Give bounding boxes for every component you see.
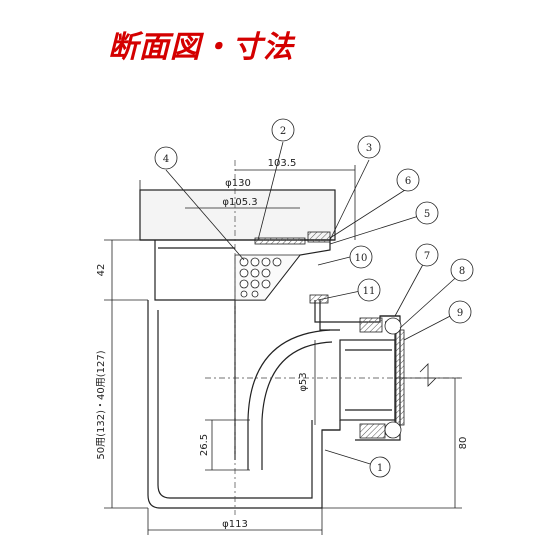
callout-2: 2 <box>271 118 295 142</box>
dim-26-5: 26.5 <box>199 434 210 456</box>
callout-11: 11 <box>357 278 381 302</box>
dim-103-5: 103.5 <box>268 158 297 169</box>
callout-9: 9 <box>448 300 472 324</box>
svg-text:10: 10 <box>355 253 368 264</box>
dim-phi130: φ130 <box>225 178 251 189</box>
callout-10: 10 <box>349 245 373 269</box>
svg-text:2: 2 <box>280 126 286 137</box>
callout-3: 3 <box>357 135 381 159</box>
page-title: 断面図・寸法 <box>108 30 294 65</box>
callout-8: 8 <box>450 258 474 282</box>
callout-1: 1 <box>369 456 391 478</box>
svg-text:1: 1 <box>377 463 383 474</box>
dimension-lines <box>104 165 462 535</box>
svg-text:3: 3 <box>366 143 372 154</box>
callout-6: 6 <box>396 168 420 192</box>
hair-catcher <box>234 254 301 301</box>
dim-42: 42 <box>96 264 107 277</box>
callout-4: 4 <box>154 146 178 170</box>
leader-lines <box>165 141 463 468</box>
svg-text:6: 6 <box>405 176 411 187</box>
svg-text:11: 11 <box>363 286 376 297</box>
dim-phi113: φ113 <box>222 519 248 530</box>
svg-text:5: 5 <box>424 209 430 220</box>
dim-phi53: φ53 <box>298 372 309 391</box>
svg-text:9: 9 <box>457 308 463 319</box>
dim-phi105-3: φ105.3 <box>222 197 257 208</box>
dim-80: 80 <box>458 437 469 450</box>
svg-text:7: 7 <box>424 251 430 262</box>
dim-left-height: 50用(132)・40用(127) <box>96 350 107 459</box>
svg-text:4: 4 <box>163 154 169 165</box>
svg-text:8: 8 <box>459 266 465 277</box>
seal-parts <box>254 231 405 439</box>
callout-5: 5 <box>415 201 439 225</box>
callout-7: 7 <box>415 243 439 267</box>
